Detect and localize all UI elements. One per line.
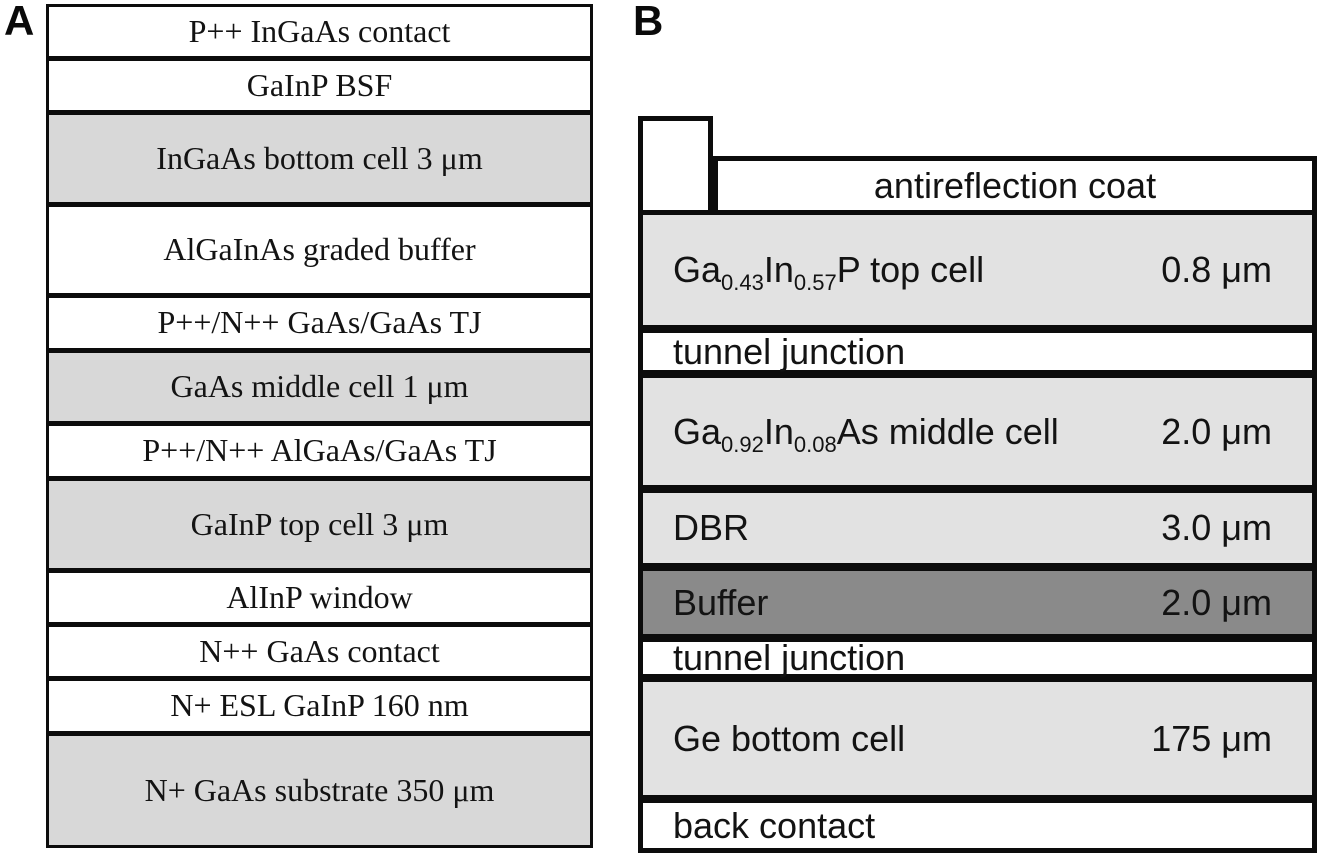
panel-a-layer-label: AlGaInAs graded buffer: [163, 231, 476, 268]
panel-b-layer-row-2: Ga0.92In0.08As middle cell 2.0 μm: [643, 378, 1312, 493]
panel-b-layer-label: Ge bottom cell: [673, 717, 906, 759]
panel-a-layer-row-2: InGaAs bottom cell 3 μm: [49, 115, 590, 207]
panel-a-layer-label: GaAs middle cell 1 μm: [170, 368, 469, 405]
antireflection-coat-layer: antireflection coat: [713, 156, 1317, 215]
front-contact-block: [638, 116, 713, 215]
panel-b-layer-row-4: Buffer 2.0 μm: [643, 571, 1312, 642]
panel-b-layer-label: DBR: [673, 507, 750, 548]
panel-b-layer-thickness: 2.0 μm: [1161, 581, 1272, 623]
panel-b-layer-thickness: 175 μm: [1151, 717, 1272, 759]
panel-b-layer-thickness: 3.0 μm: [1161, 507, 1272, 548]
panel-a-layer-label: N+ ESL GaInP 160 nm: [170, 687, 469, 724]
panel-b-layer-label: tunnel junction: [673, 637, 906, 678]
panel-a-layer-row-5: GaAs middle cell 1 μm: [49, 353, 590, 426]
panel-a-layer-row-1: GaInP BSF: [49, 61, 590, 115]
panel-b-layer-label: tunnel junction: [673, 330, 906, 372]
panel-b-layer-label: back contact: [673, 804, 876, 846]
panel-a-layer-label: N++ GaAs contact: [199, 632, 440, 669]
panel-a-layer-row-0: P++ InGaAs contact: [49, 7, 590, 61]
panel-b-layer-row-5: tunnel junction: [643, 637, 1312, 682]
panel-b-layer-thickness: 0.8 μm: [1161, 249, 1272, 290]
panel-b-layer-label: Buffer: [673, 581, 769, 623]
panel-b-layer-stack: Ga0.43In0.57P top cell 0.8 μm tunnel junct…: [638, 210, 1317, 853]
antireflection-coat-label: antireflection coat: [873, 164, 1157, 206]
panel-b-layer-row-0: Ga0.43In0.57P top cell 0.8 μm: [643, 215, 1312, 333]
panel-b-layer-thickness: 2.0 μm: [1161, 410, 1272, 452]
panel-a-layer-label: GaInP BSF: [246, 66, 393, 103]
panel-a-layer-row-8: AlInP window: [49, 573, 590, 627]
panel-b-layer-label: Ga0.92In0.08As middle cell: [673, 410, 1059, 457]
panel-a-layer-label: P++/N++ GaAs/GaAs TJ: [157, 304, 482, 341]
panel-b-layer-row-7: back contact: [643, 803, 1312, 848]
panel-a-layer-row-3: AlGaInAs graded buffer: [49, 207, 590, 298]
panel-a-layer-label: AlInP window: [226, 578, 413, 615]
panel-a-layer-label: InGaAs bottom cell 3 μm: [156, 139, 483, 176]
panel-a-layer-label: P++ InGaAs contact: [188, 12, 451, 49]
panel-a-label: A: [4, 0, 35, 44]
panel-b-layer-row-3: DBR 3.0 μm: [643, 493, 1312, 571]
panel-b-layer-row-1: tunnel junction: [643, 333, 1312, 378]
panel-b-label: B: [633, 0, 664, 44]
panel-a-layer-row-4: P++/N++ GaAs/GaAs TJ: [49, 298, 590, 353]
panel-a-layer-row-7: GaInP top cell 3 μm: [49, 481, 590, 573]
panel-a-layer-row-10: N+ ESL GaInP 160 nm: [49, 681, 590, 736]
panel-a-layer-row-9: N++ GaAs contact: [49, 627, 590, 681]
panel-a-layer-label: P++/N++ AlGaAs/GaAs TJ: [142, 432, 497, 469]
panel-a-layer-label: GaInP top cell 3 μm: [190, 505, 449, 542]
panel-a-layer-row-11: N+ GaAs substrate 350 μm: [49, 736, 590, 845]
panel-b-layer-row-6: Ge bottom cell 175 μm: [643, 682, 1312, 803]
panel-b-layer-label: Ga0.43In0.57P top cell: [673, 249, 985, 296]
panel-a-layer-row-6: P++/N++ AlGaAs/GaAs TJ: [49, 426, 590, 481]
panel-a-layer-label: N+ GaAs substrate 350 μm: [144, 771, 495, 808]
